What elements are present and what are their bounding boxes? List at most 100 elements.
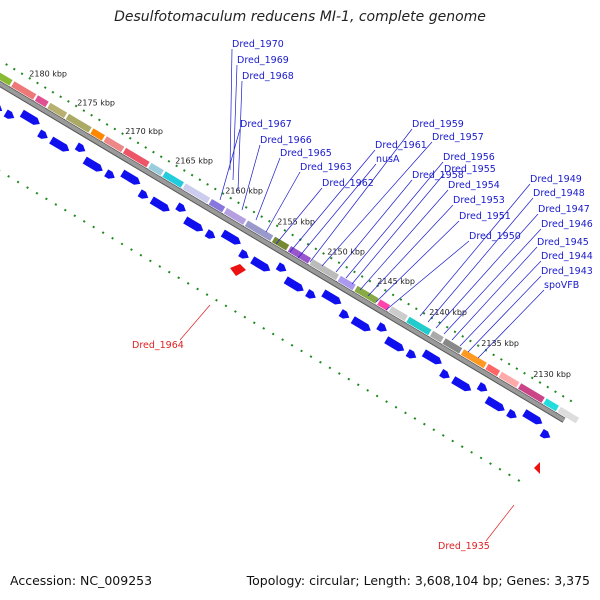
gene-arrow: [74, 142, 86, 152]
gene-label[interactable]: Dred_1963: [300, 162, 352, 173]
gene-label[interactable]: Dred_1970: [232, 39, 284, 50]
gene-label[interactable]: Dred_1955: [444, 164, 496, 175]
cog-block: [10, 80, 38, 101]
genome-backbone: [0, 81, 566, 422]
gene-arrow: [506, 408, 517, 419]
gene-label[interactable]: Dred_1943: [541, 266, 593, 277]
cog-block: [429, 329, 445, 344]
map-title: Desulfotomaculum reducens MI-1, complete…: [114, 9, 486, 25]
cog-block: [460, 348, 488, 370]
gene-label[interactable]: Dred_1969: [237, 55, 289, 66]
gene-arrow: [384, 336, 405, 352]
gene-label[interactable]: Dred_1944: [541, 251, 593, 262]
gene-leader-line: [265, 171, 301, 233]
red-leader-line: [485, 504, 515, 542]
gene-leader-line: [477, 289, 545, 359]
cog-block: [33, 94, 50, 108]
gene-label[interactable]: Dred_1951: [459, 211, 511, 222]
gene-label[interactable]: Dred_1945: [537, 237, 589, 248]
gene-leader-line: [443, 228, 542, 335]
gene-leader-line: [255, 157, 281, 221]
gene-leader-line: [359, 189, 449, 291]
gene-arrow: [37, 129, 48, 139]
kbp-tick-label: 2145 kbp: [377, 277, 415, 286]
kbp-tick-label: 2170 kbp: [125, 127, 163, 136]
gene-arrow: [204, 229, 216, 239]
gene-arrow: [49, 136, 70, 152]
gene-leader-line: [375, 220, 460, 303]
cog-block: [441, 337, 464, 355]
gene-leader-line: [237, 80, 243, 192]
cog-blocks: [0, 71, 580, 425]
gene-leader-line: [351, 173, 445, 285]
cog-block: [286, 245, 312, 265]
gene-arrow: [376, 322, 387, 332]
kbp-tick-label: 2160 kbp: [225, 187, 263, 196]
gene-label[interactable]: Dred_1948: [533, 188, 585, 199]
gene-label[interactable]: Dred_1947: [538, 204, 590, 215]
gene-arrow: [283, 276, 304, 292]
cog-block: [271, 235, 291, 252]
gene-label[interactable]: Dred_1954: [448, 180, 500, 191]
gene-leader-line: [241, 144, 261, 211]
gene-label[interactable]: nusA: [376, 154, 400, 165]
gene-arrow: [421, 349, 442, 365]
cog-block: [497, 370, 521, 389]
gene-leader-line: [367, 204, 454, 297]
cog-block: [64, 112, 93, 134]
gene-label[interactable]: Dred_1946: [541, 219, 593, 230]
gene-label[interactable]: spoVFB: [544, 280, 579, 291]
gene-arrow: [305, 289, 316, 299]
gene-leader-line: [335, 179, 413, 273]
cog-block: [517, 382, 546, 404]
cog-block: [89, 127, 106, 142]
gene-label[interactable]: Dred_1949: [530, 174, 582, 185]
gene-arrow: [183, 216, 204, 232]
gene-arrow: [476, 382, 488, 392]
kbp-tick-label: 2175 kbp: [77, 98, 115, 107]
kbp-tick-label: 2180 kbp: [29, 70, 67, 79]
red-gene-label[interactable]: Dred_1964: [132, 340, 184, 351]
gene-arrow: [539, 428, 551, 439]
cog-block: [102, 135, 126, 154]
gene-leader-line: [309, 128, 413, 263]
kbp-tick-label: 2155 kbp: [277, 218, 315, 227]
gene-leader-line: [459, 260, 542, 347]
gene-label[interactable]: Dred_1953: [453, 195, 505, 206]
gene-leader-line: [345, 161, 444, 279]
gene-arrow: [82, 156, 103, 172]
gene-label[interactable]: Dred_1968: [242, 71, 294, 82]
cog-block: [484, 363, 501, 378]
cog-block: [556, 406, 580, 425]
cog-block: [222, 207, 248, 226]
red-feature-marker: [230, 264, 246, 276]
cog-block: [122, 146, 151, 169]
gene-label[interactable]: Dred_1950: [469, 231, 521, 242]
topology-label: Topology: circular; Length: 3,608,104 bp…: [246, 573, 590, 588]
cog-block: [161, 170, 185, 189]
cog-block: [542, 397, 560, 413]
accession-label: Accession: NC_009253: [10, 573, 153, 588]
gene-arrows: [0, 104, 551, 439]
gene-arrow: [175, 202, 186, 212]
cog-block: [387, 305, 409, 322]
gene-label[interactable]: Dred_1966: [260, 135, 312, 146]
cog-block: [181, 182, 212, 205]
gene-arrow: [19, 109, 40, 125]
gene-label[interactable]: Dred_1956: [443, 152, 495, 163]
gene-label[interactable]: Dred_1967: [240, 119, 292, 130]
gene-label[interactable]: Dred_1962: [322, 178, 374, 189]
cog-block: [207, 198, 227, 214]
red-gene-label[interactable]: Dred_1935: [438, 541, 490, 552]
red-feature-marker: [534, 462, 540, 474]
gene-arrow: [321, 289, 342, 305]
gene-leader-line: [467, 275, 542, 353]
gene-label[interactable]: Dred_1959: [412, 119, 464, 130]
gene-label[interactable]: Dred_1961: [375, 140, 427, 151]
gene-label[interactable]: Dred_1958: [412, 170, 464, 181]
gene-label[interactable]: Dred_1965: [280, 148, 332, 159]
kbp-tick-label: 2130 kbp: [533, 370, 571, 379]
gene-label[interactable]: Dred_1957: [432, 132, 484, 143]
